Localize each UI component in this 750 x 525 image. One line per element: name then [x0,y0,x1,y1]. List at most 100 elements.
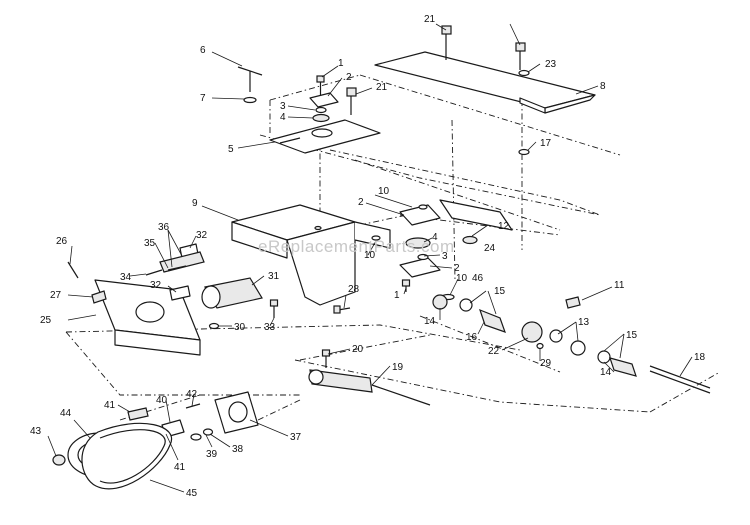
callout-38: 38 [232,444,244,455]
bushing-part-4-lower [405,237,431,249]
bolts-part-21 [346,25,526,115]
callout-27: 27 [50,290,62,301]
bracket-part-2-top [309,92,339,108]
handle-part-6 [237,66,263,92]
washer-part-39 [190,433,202,441]
callout-33: 33 [264,322,276,333]
motor-part-31 [201,277,263,309]
callout-18: 18 [694,352,706,363]
callout-2c: 2 [454,263,460,274]
watermark-text: eReplacementParts.com [258,237,455,256]
bolt-part-28 [333,305,351,314]
top-shield-part-8 [374,51,596,114]
callout-4b: 4 [432,232,438,243]
callout-2b: 2 [358,197,364,208]
pin-part-42 [185,403,201,409]
spring-part-36 [159,251,205,273]
callout-24: 24 [484,243,496,254]
callout-43: 43 [30,426,42,437]
nut-part-10-lower [371,235,381,241]
callout-10: 10 [378,186,390,197]
callout-4: 4 [280,112,286,123]
callout-37: 37 [290,432,302,443]
washer-part-17 [518,148,530,156]
callout-12: 12 [498,221,510,232]
callout-14b: 14 [600,367,612,378]
callout-15b: 15 [626,330,638,341]
callout-40: 40 [156,395,168,406]
washer-part-7 [243,96,257,104]
linkage-rod-part-19 [308,369,431,406]
callout-14: 14 [424,316,436,327]
callout-11: 11 [614,280,625,291]
callout-10c: 10 [456,273,468,284]
nut-part-10-upper [418,204,428,210]
callout-1: 1 [338,58,344,69]
callout-32: 32 [196,230,208,241]
callout-41b: 41 [174,462,186,473]
washer-part-3-top [315,106,327,114]
callout-32b: 32 [150,280,162,291]
pin-part-34 [145,269,163,276]
callout-28: 28 [348,284,360,295]
callout-29: 29 [540,358,552,369]
callout-39: 39 [206,449,218,460]
plate-part-5 [269,119,381,154]
pin-part-26 [67,261,79,279]
callout-30: 30 [234,322,246,333]
key-part-41 [127,407,149,421]
bracket-part-32-lower [169,285,191,301]
callout-5: 5 [228,144,234,155]
callout-21: 21 [424,14,436,25]
callout-6: 6 [200,45,206,56]
callout-10b: 10 [364,250,376,261]
washer-part-23 [518,69,530,77]
leader-lines [47,23,693,493]
bracket-part-2-lower [399,257,441,278]
callout-35: 35 [144,238,156,249]
nut-part-43 [52,454,66,466]
callout-42: 42 [186,389,198,400]
bushing-part-4-top [312,113,330,123]
callout-22: 22 [488,346,500,357]
bolt-part-1 [316,75,325,95]
callout-3: 3 [280,101,286,112]
nut-part-24 [462,235,478,245]
callout-17: 17 [540,138,552,149]
link-part-35 [167,265,187,271]
callout-7: 7 [200,93,206,104]
callout-13: 13 [578,317,590,328]
callout-8: 8 [600,81,606,92]
belt-part-45 [81,422,173,490]
callout-44: 44 [60,408,72,419]
dashed-reference-lines [65,74,721,421]
callout-15: 15 [494,286,506,297]
callout-41: 41 [104,400,116,411]
callout-23: 23 [545,59,557,70]
bracket-part-12 [439,199,513,231]
callout-2: 2 [346,72,352,83]
callout-9: 9 [192,198,198,209]
callout-19: 19 [392,362,404,373]
washer-part-38 [202,428,214,436]
callout-1b: 1 [394,290,400,301]
callout-26: 26 [56,236,68,247]
callout-45: 45 [186,488,198,499]
callout-25: 25 [40,315,52,326]
callout-16: 16 [466,332,478,343]
housing-part-9 [231,204,391,306]
pulley-bracket-part-37 [214,391,259,434]
bolt-part-33 [269,299,279,318]
bolt-part-20 [321,349,331,368]
callout-36: 36 [158,222,170,233]
callout-31: 31 [268,271,280,282]
washer-part-30 [208,322,220,330]
clip-part-27 [91,290,107,304]
callout-46: 46 [472,273,484,284]
callout-20: 20 [352,344,364,355]
callout-3b: 3 [442,251,448,262]
callout-34: 34 [120,272,132,283]
bolt-part-1-lower [401,279,411,292]
callout-labels: 21 23 8 17 6 7 1 2 3 4 21 5 9 10 2 12 24… [30,14,706,499]
